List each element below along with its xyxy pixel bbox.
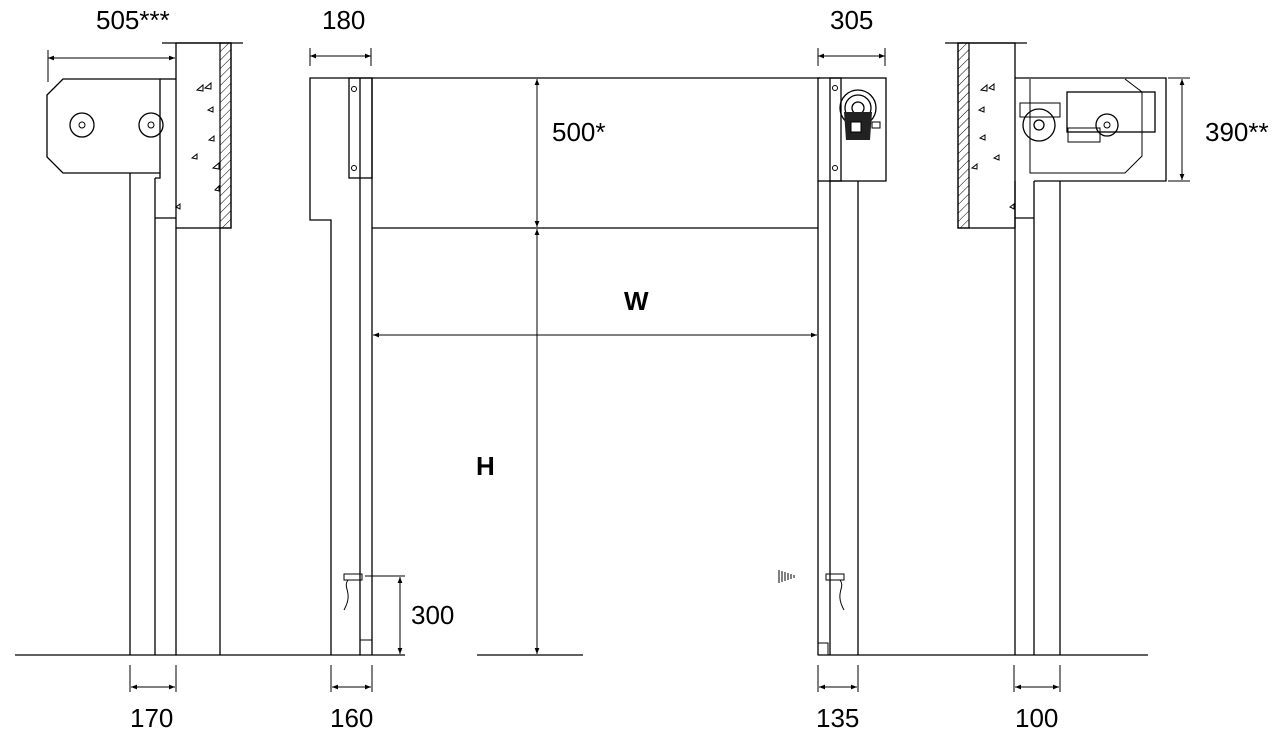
dim-390: 390** — [1205, 117, 1269, 147]
front-view — [309, 77, 887, 656]
dim-height: H — [476, 451, 495, 481]
dim-500: 500* — [552, 117, 606, 147]
dim-180: 180 — [322, 5, 365, 35]
wall-hatch — [957, 42, 970, 229]
roller-circle — [69, 112, 95, 138]
concrete-marks — [175, 81, 220, 210]
dimension-lines — [47, 48, 1190, 692]
dim-135: 135 — [816, 703, 859, 733]
motor-body — [1066, 91, 1156, 133]
dim-width: W — [624, 286, 649, 316]
sensor-right — [825, 573, 845, 581]
dim-100: 100 — [1015, 703, 1058, 733]
left-side-view — [46, 42, 243, 655]
right-side-view — [945, 42, 1167, 655]
sensor-left — [343, 573, 363, 581]
roller-circle — [138, 112, 164, 138]
dim-160: 160 — [330, 703, 373, 733]
gear-flange — [1022, 108, 1056, 142]
dim-300: 300 — [411, 600, 454, 630]
roller-housing — [46, 78, 161, 174]
sensor-wave-icon — [778, 570, 795, 583]
dim-505: 505*** — [96, 5, 170, 35]
wall-hatch — [219, 42, 232, 229]
dim-305: 305 — [830, 5, 873, 35]
dim-170: 170 — [130, 703, 173, 733]
motor-icon — [839, 89, 881, 140]
